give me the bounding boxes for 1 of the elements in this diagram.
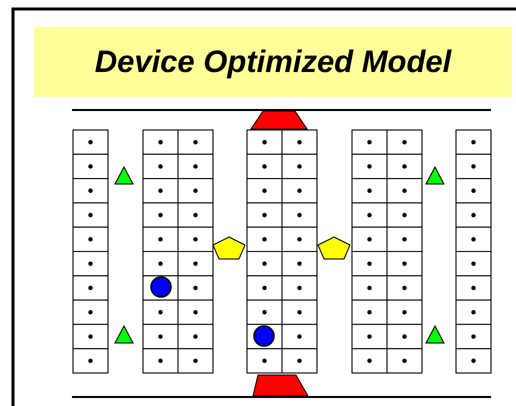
title-banner: Device Optimized Model <box>34 27 512 97</box>
